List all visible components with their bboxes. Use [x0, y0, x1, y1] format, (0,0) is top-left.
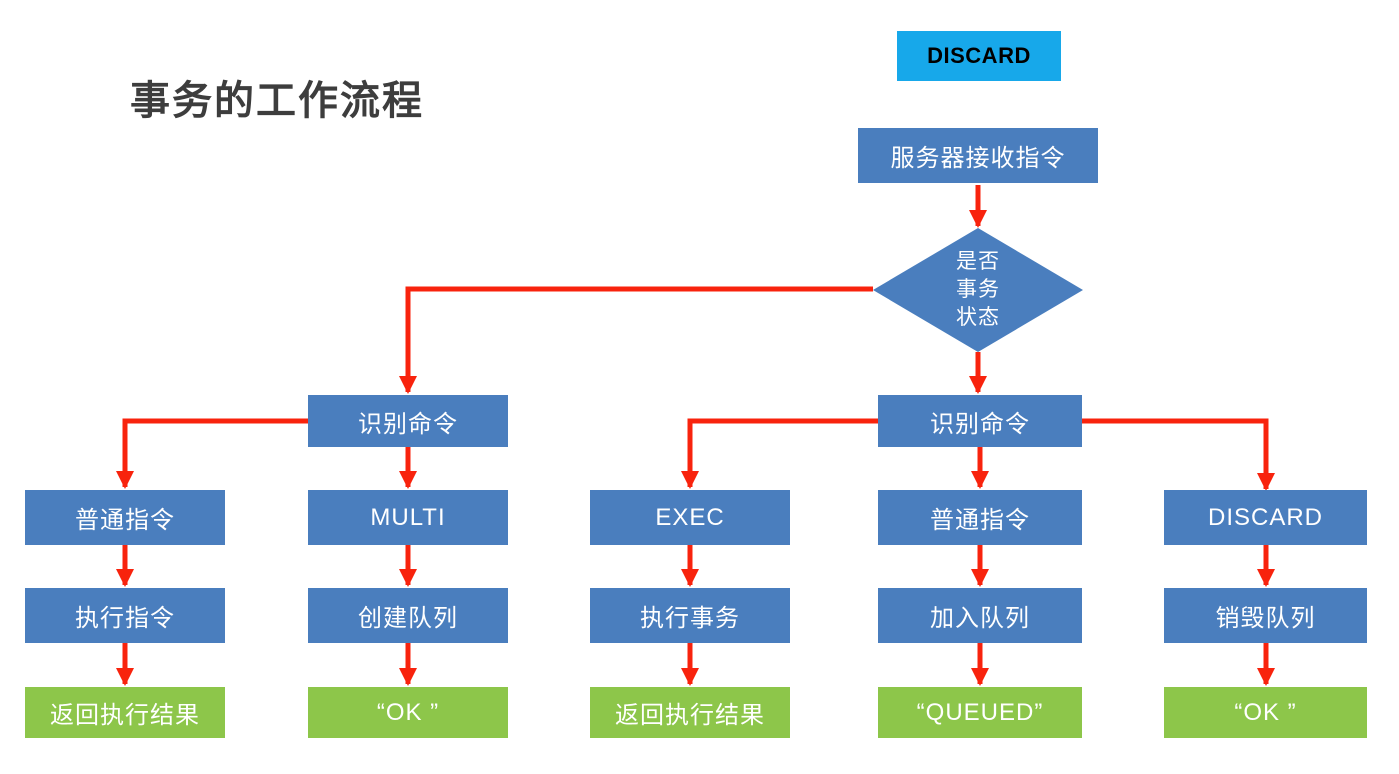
decision-line-2: 事务: [956, 278, 1000, 301]
node-identify-left: 识别命令: [308, 395, 508, 447]
arrow-decision-to-identify-left: [398, 286, 873, 394]
arrow-identify-right-to-col3: [680, 418, 878, 489]
arrow-identify-right-to-col5: [1082, 418, 1275, 491]
node-return-result-right: 返回执行结果: [590, 687, 790, 738]
page-title: 事务的工作流程: [130, 79, 424, 123]
node-ordinary-command-left: 普通指令: [25, 490, 225, 545]
node-execute-command: 执行指令: [25, 588, 225, 643]
node-ordinary-command-right: 普通指令: [878, 490, 1082, 545]
node-queued: “QUEUED”: [878, 687, 1082, 738]
node-return-result-left: 返回执行结果: [25, 687, 225, 738]
discard-tag: DISCARD: [897, 31, 1061, 81]
node-ok-left: “OK ”: [308, 687, 508, 738]
node-join-queue: 加入队列: [878, 588, 1082, 643]
arrow-identify-left-to-col1: [115, 418, 308, 489]
node-exec: EXEC: [590, 490, 790, 545]
decision-line-3: 状态: [956, 306, 1000, 329]
node-server-receive: 服务器接收指令: [858, 128, 1098, 183]
node-discard: DISCARD: [1164, 490, 1367, 545]
node-identify-right: 识别命令: [878, 395, 1082, 447]
node-destroy-queue: 销毁队列: [1164, 588, 1367, 643]
decision-line-1: 是否: [956, 250, 1000, 273]
decision-label: 是否 事务 状态: [928, 248, 1028, 332]
node-ok-right: “OK ”: [1164, 687, 1367, 738]
node-multi: MULTI: [308, 490, 508, 545]
node-create-queue: 创建队列: [308, 588, 508, 643]
node-execute-transaction: 执行事务: [590, 588, 790, 643]
